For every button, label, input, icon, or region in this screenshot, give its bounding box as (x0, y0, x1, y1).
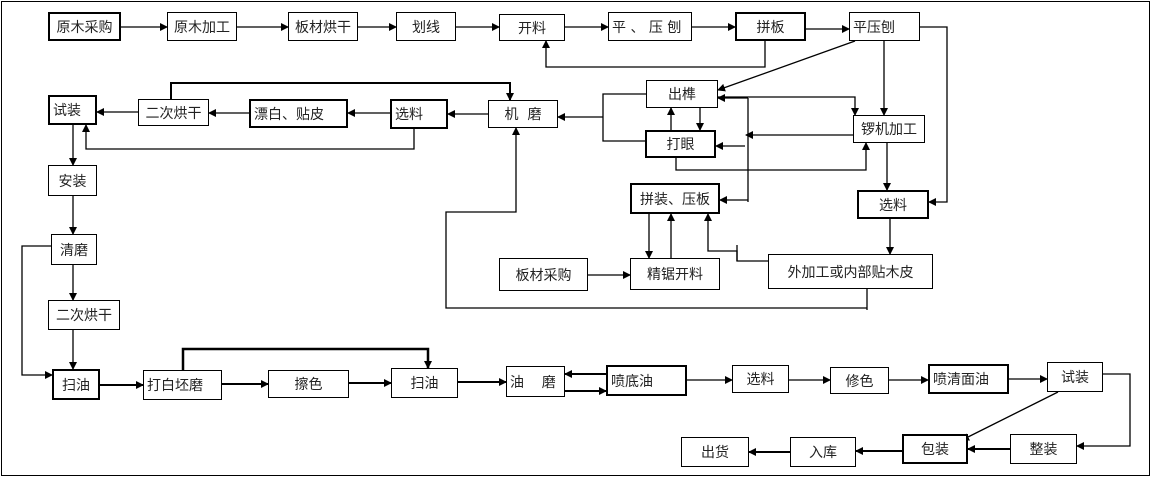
step-chusun: 出榫 (646, 80, 718, 108)
step-waijiagong: 外加工或内部贴木皮 (768, 254, 933, 289)
flow-arrow (961, 391, 1059, 441)
step-pinzhuang-yaban: 拼装、压板 (630, 183, 720, 214)
step-xiuse: 修色 (830, 367, 889, 394)
flow-arrow (21, 245, 53, 379)
step-jingju-kailiao: 精锯开料 (630, 258, 720, 290)
step-ping-ya-bao: 平 、 压 刨 (608, 12, 692, 41)
step-saoyou-2: 扫油 (391, 368, 458, 398)
step-baozhuang: 包装 (902, 434, 968, 464)
step-anzhuang: 安装 (48, 165, 97, 196)
step-saoyou-1: 扫油 (52, 369, 100, 400)
step-erci-honggan-1: 二次烘干 (138, 99, 209, 126)
flow-arrow (717, 40, 856, 92)
flow-arrow (82, 124, 415, 150)
flow-arrow (704, 213, 768, 262)
step-bancai-honggan: 板材烘干 (288, 12, 358, 41)
step-dayan: 打眼 (645, 130, 716, 158)
step-yuanmu-caigou: 原木采购 (48, 12, 121, 41)
step-xuanliao-bottom: 选料 (732, 365, 789, 393)
step-shizhuang-left: 试装 (48, 95, 97, 125)
step-huaxian: 划线 (396, 12, 456, 41)
step-zhengzhuang: 整装 (1010, 434, 1077, 464)
flow-arrow (920, 26, 948, 206)
step-pingyabao: 平压刨 (849, 12, 920, 41)
step-bancai-caigou: 板材采购 (499, 258, 588, 291)
step-pen-diyou: 喷底油 (606, 365, 687, 396)
step-case: 擦色 (268, 370, 349, 398)
flow-arrow (718, 96, 859, 116)
step-kailiao: 开料 (499, 14, 565, 41)
flow-line (602, 93, 646, 142)
step-erci-honggan-2: 二次烘干 (48, 300, 120, 330)
step-xuanliao-mid: 选料 (390, 99, 448, 129)
step-youmo: 油 磨 (506, 366, 565, 397)
step-xuanliao-right: 选料 (857, 190, 929, 219)
step-ruku: 入库 (790, 437, 856, 467)
step-qingmo: 清磨 (51, 234, 97, 265)
step-shizhuang-right: 试装 (1047, 362, 1103, 392)
flow-arrow (445, 127, 867, 309)
step-dabaipi-mo: 打白坯磨 (143, 370, 222, 400)
step-pen-qingmianyou: 喷清面油 (928, 364, 1009, 394)
step-yuanmu-jiagong: 原木加工 (167, 12, 237, 41)
flow-arrow (1076, 373, 1131, 450)
flow-arrow (181, 347, 432, 370)
flow-arrow (542, 40, 766, 68)
flow-arrow (675, 142, 870, 171)
step-jimo: 机 磨 (488, 100, 558, 128)
step-piaobai-tiepi: 漂白、贴皮 (249, 99, 348, 128)
step-chuhuo: 出货 (681, 437, 749, 467)
flow-arrow (170, 82, 514, 101)
step-luoji-jiagong: 锣机加工 (853, 115, 925, 143)
step-pinban: 拼板 (735, 12, 806, 41)
